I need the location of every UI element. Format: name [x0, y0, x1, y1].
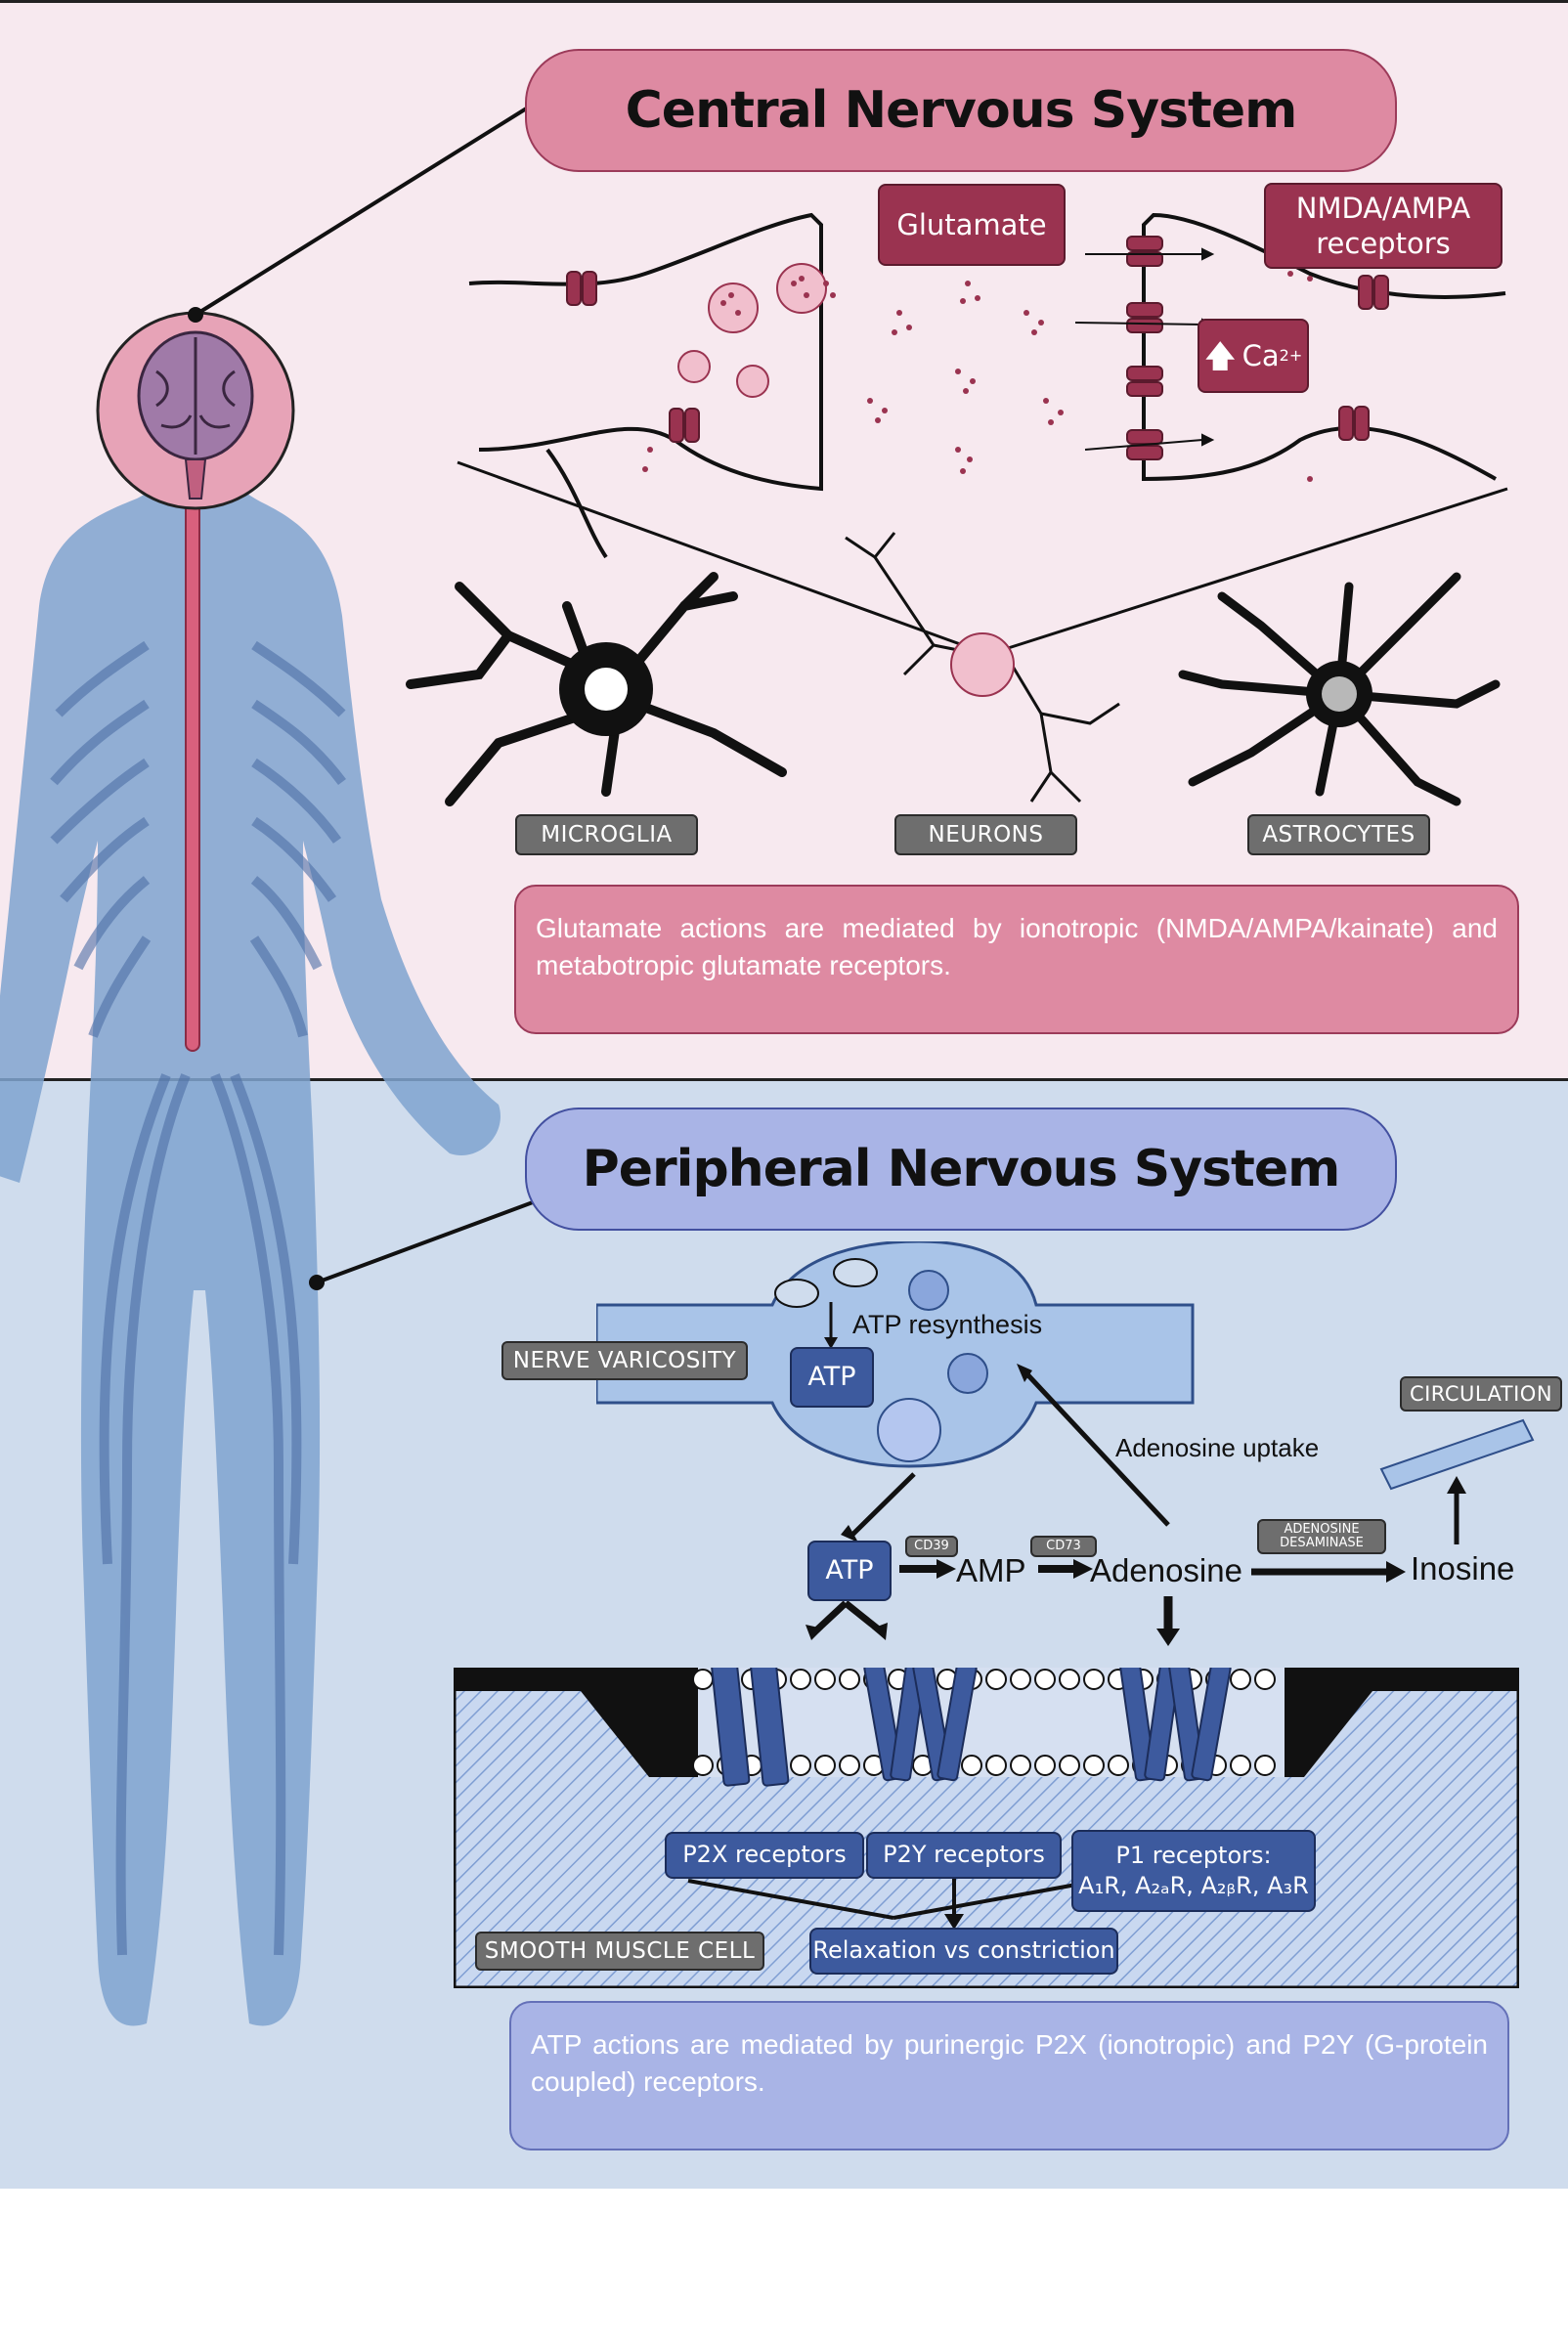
astrocytes-label: ASTROCYTES [1247, 814, 1430, 855]
mitochondrion-icon [833, 1258, 878, 1287]
calcium-text: Ca [1241, 338, 1280, 372]
adenosine-deaminase-label: ADENOSINE DESAMINASE [1257, 1519, 1386, 1554]
cd39-label: CD39 [905, 1536, 958, 1557]
cns-caption: Glutamate actions are mediated by ionotr… [514, 885, 1519, 1034]
adenosine-uptake-label: Adenosine uptake [1115, 1433, 1320, 1462]
nmda-ampa-receptors-label: NMDA/AMPA receptors [1264, 183, 1503, 269]
neurons-label: NEURONS [894, 814, 1077, 855]
p1-receptors-label: P1 receptors: A₁R, A₂ₐR, A₂ᵦR, A₃R [1071, 1830, 1316, 1912]
p1-receptors-subtypes: A₁R, A₂ₐR, A₂ᵦR, A₃R [1078, 1872, 1309, 1899]
p1-receptor-icon [1119, 1668, 1232, 1782]
cns-title: Central Nervous System [525, 49, 1397, 172]
pns-title: Peripheral Nervous System [525, 1108, 1397, 1231]
glutamate-label: Glutamate [878, 184, 1066, 266]
astrocyte-icon [1178, 572, 1501, 806]
synapse-diagram [468, 212, 1506, 559]
receptor-icons [566, 236, 1389, 460]
relaxation-constriction-label: Relaxation vs constriction [809, 1928, 1118, 1975]
blood-vessel-icon [1379, 1418, 1535, 1491]
nerve-varicosity-diagram [596, 1241, 1195, 1468]
human-body-figure [0, 311, 501, 2026]
zoom-lines [457, 460, 1508, 652]
adenosine-label: Adenosine [1090, 1552, 1242, 1588]
neuron-icon [845, 532, 1120, 804]
p2x-receptors-label: P2X receptors [665, 1832, 864, 1879]
p2y-receptor-icon [863, 1668, 978, 1782]
microglia-icon [406, 572, 787, 806]
p2y-receptors-label: P2Y receptors [866, 1832, 1062, 1879]
atp-vesicle [877, 1398, 941, 1462]
circulation-label: CIRCULATION [1400, 1376, 1562, 1412]
brain-icon [137, 330, 254, 500]
atp-resynthesis-label: ATP resynthesis [852, 1310, 1043, 1339]
calcium-charge: 2+ [1279, 346, 1303, 365]
p1-receptors-title: P1 receptors: [1115, 1841, 1272, 1869]
microglia-label: MICROGLIA [515, 814, 698, 855]
flow-arrows [806, 1364, 1466, 1646]
presynaptic-vesicles [677, 263, 827, 398]
smooth-muscle-label: SMOOTH MUSCLE CELL [475, 1932, 764, 1971]
up-arrow-icon: 🡅 [1203, 337, 1237, 374]
connector-lines [188, 106, 534, 1290]
cd73-label: CD73 [1030, 1536, 1097, 1557]
p2x-receptor-icon [710, 1668, 790, 1787]
atp-inside-box: ATP [790, 1347, 874, 1408]
atp-released-box: ATP [807, 1541, 892, 1601]
amp-label: AMP [956, 1552, 1026, 1588]
inosine-label: Inosine [1411, 1550, 1515, 1586]
nerve-varicosity-label: NERVE VARICOSITY [501, 1341, 748, 1380]
pns-caption: ATP actions are mediated by purinergic P… [509, 2001, 1509, 2150]
mitochondrion-icon [774, 1279, 819, 1308]
